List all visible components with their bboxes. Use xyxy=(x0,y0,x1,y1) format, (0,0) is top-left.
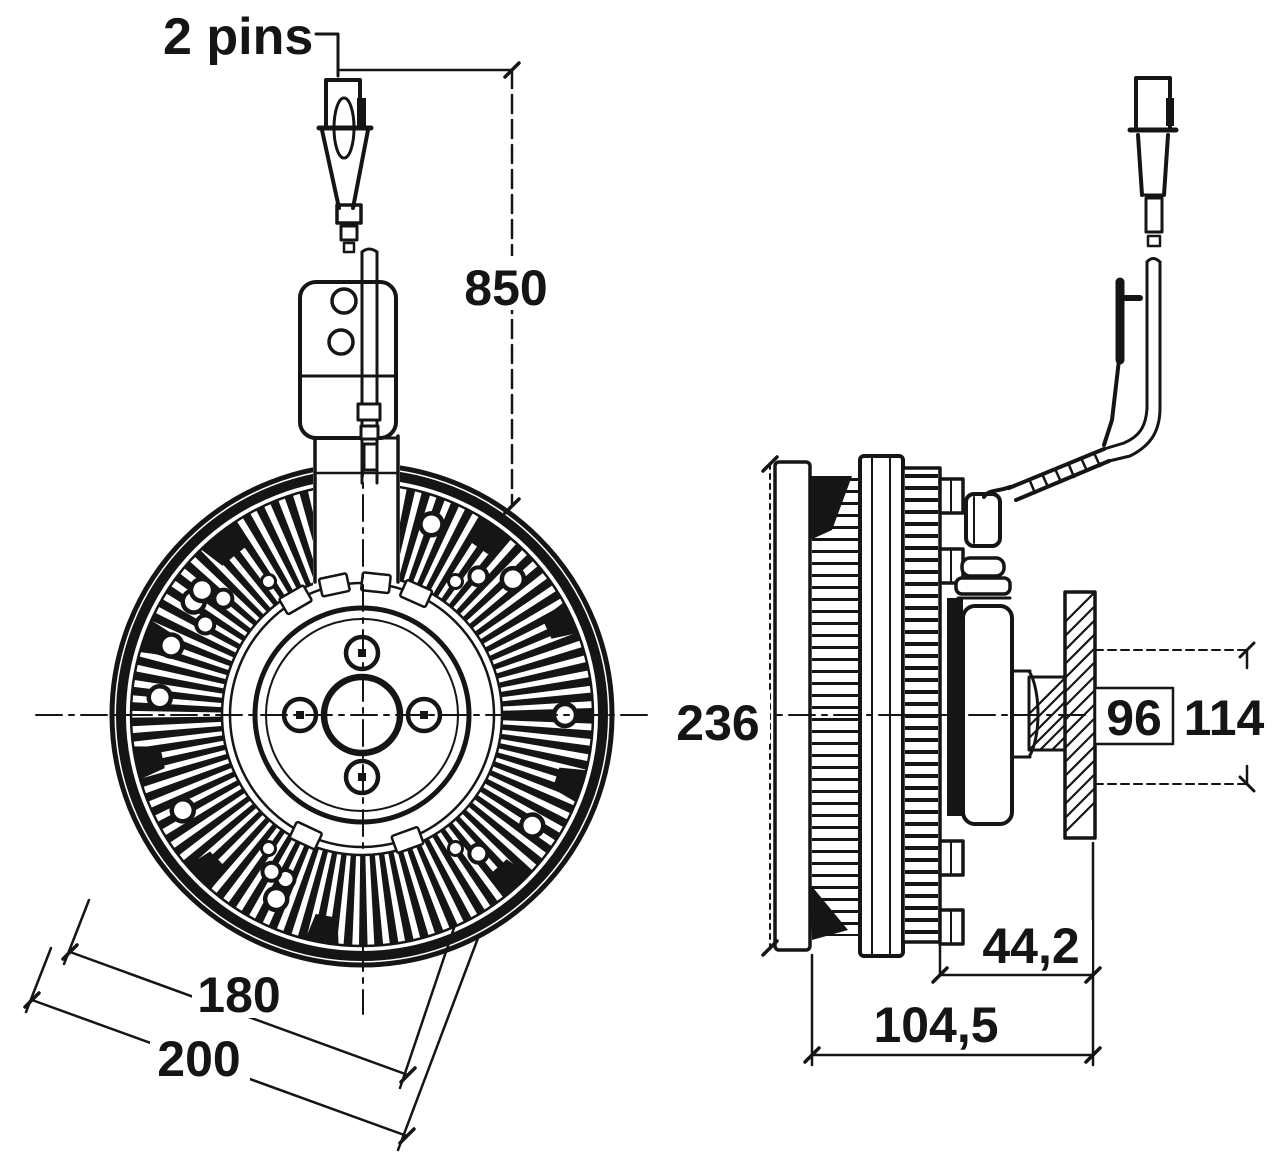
middle-plate xyxy=(858,454,905,958)
pins-leader-line xyxy=(314,32,340,78)
dim-104-5-label: 104,5 xyxy=(873,997,998,1053)
seal-band xyxy=(947,598,963,816)
dim-180-label: 180 xyxy=(197,967,280,1023)
face-plate xyxy=(773,460,812,952)
dimension-96-114 xyxy=(1093,641,1256,793)
sensor-cable-front xyxy=(356,247,382,485)
stem-corridor xyxy=(313,436,400,586)
dimension-104-5 xyxy=(803,953,1102,1067)
side-connector-assembly xyxy=(982,76,1179,502)
front-centerlines xyxy=(35,449,649,1015)
pins-annotation: 2 pins xyxy=(163,8,313,66)
side-view xyxy=(743,76,1256,1067)
cable-sleeve xyxy=(954,492,1012,600)
bracket-hole-2 xyxy=(327,328,355,356)
fin-stack-side xyxy=(810,476,860,940)
dim-44-2-label: 44,2 xyxy=(982,918,1079,974)
dim-850-label: 850 xyxy=(464,260,547,316)
dim-96-label: 96 xyxy=(1106,690,1162,746)
bracket-hole-1 xyxy=(330,287,358,315)
front-view xyxy=(23,32,649,1152)
ribbed-drum xyxy=(901,466,942,944)
wire-harness xyxy=(1007,447,1106,490)
dimension-44-2 xyxy=(931,841,1102,1067)
dim-236-label: 236 xyxy=(676,695,759,751)
cable-tube xyxy=(1145,260,1162,410)
mounting-studs xyxy=(938,477,965,946)
mounting-bracket xyxy=(298,280,400,584)
dim-114-label: 114 xyxy=(1184,690,1265,746)
dimension-labels: 2 pins 850 236 96 114 44,2 104,5 180 200 xyxy=(150,8,1265,1087)
bolt-hole-bottom xyxy=(343,758,381,796)
dimension-180-200 xyxy=(23,898,480,1152)
connector-body xyxy=(1134,76,1172,132)
dim-200-label: 200 xyxy=(157,1031,240,1087)
two-pin-connector xyxy=(316,78,374,254)
